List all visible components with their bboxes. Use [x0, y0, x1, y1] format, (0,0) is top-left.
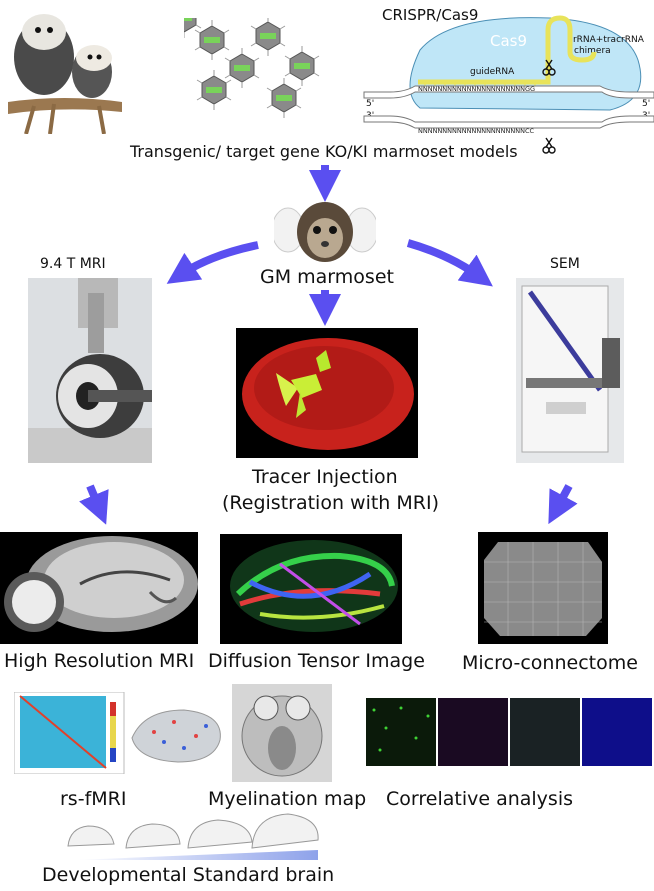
scissors-icon-2 — [542, 137, 556, 154]
strand-bottom: NNNNNNNNNNNNNNNNNNNNNNCC — [418, 127, 535, 135]
arrow-sem-down — [548, 484, 578, 525]
developmental-label: Developmental Standard brain — [42, 864, 335, 886]
dna-bottom — [363, 115, 654, 129]
arrow-mri-down — [79, 484, 109, 525]
end-5-left: 5' — [366, 99, 374, 109]
gm-marmoset-label: GM marmoset — [260, 266, 394, 288]
rs-fmri-label: rs-fMRI — [60, 788, 127, 810]
fmri-matrix-image — [14, 692, 221, 774]
dti-label: Diffusion Tensor Image — [208, 650, 425, 672]
crispr-diagram: CRISPR/Cas9 Cas9 crRNA+tracrRNA chimera … — [363, 6, 654, 154]
end-5-right: 5' — [642, 99, 650, 109]
crispr-title: CRISPR/Cas9 — [382, 6, 478, 24]
arrow-to-mri — [166, 241, 259, 284]
tracer-label-1: Tracer Injection — [252, 466, 398, 488]
sem-mosaic-image — [478, 532, 608, 644]
mri-sagittal-image — [0, 532, 198, 644]
sem-label: SEM — [550, 256, 580, 272]
tracer-brain-image — [236, 328, 418, 458]
chimera-label-2: chimera — [574, 46, 611, 56]
guide-label: guideRNA — [470, 67, 515, 77]
chimera-label-1: crRNA+tracrRNA — [568, 35, 645, 45]
marmoset-photo — [4, 2, 126, 134]
mri-scanner-photo — [28, 278, 152, 463]
brain-outlines — [67, 813, 319, 860]
myelin-map-image — [232, 684, 332, 782]
guide-rna — [418, 15, 597, 85]
high-res-mri-label: High Resolution MRI — [4, 650, 195, 672]
tracer-label-2: (Registration with MRI) — [222, 492, 439, 514]
correlative-label: Correlative analysis — [386, 788, 574, 810]
sem-instrument-photo — [516, 278, 624, 463]
transgenic-label: Transgenic/ target gene KO/KI marmoset m… — [130, 142, 518, 161]
fluorescence-panels — [366, 698, 652, 766]
myelination-label: Myelination map — [208, 788, 367, 810]
scissors-icon — [542, 59, 556, 76]
cas9-label: Cas9 — [490, 32, 527, 50]
arrow-to-sem — [406, 239, 493, 287]
marmoset-face-photo — [274, 202, 376, 262]
virus-particles-icon — [184, 18, 320, 118]
strand-top: NNNNNNNNNNNNNNNNNNNNNNGG — [418, 85, 535, 93]
dti-tractography-image — [220, 534, 402, 644]
dna-top — [363, 85, 654, 99]
micro-connectome-label: Micro-connectome — [462, 652, 638, 674]
mri-94-label: 9.4 T MRI — [40, 256, 106, 272]
